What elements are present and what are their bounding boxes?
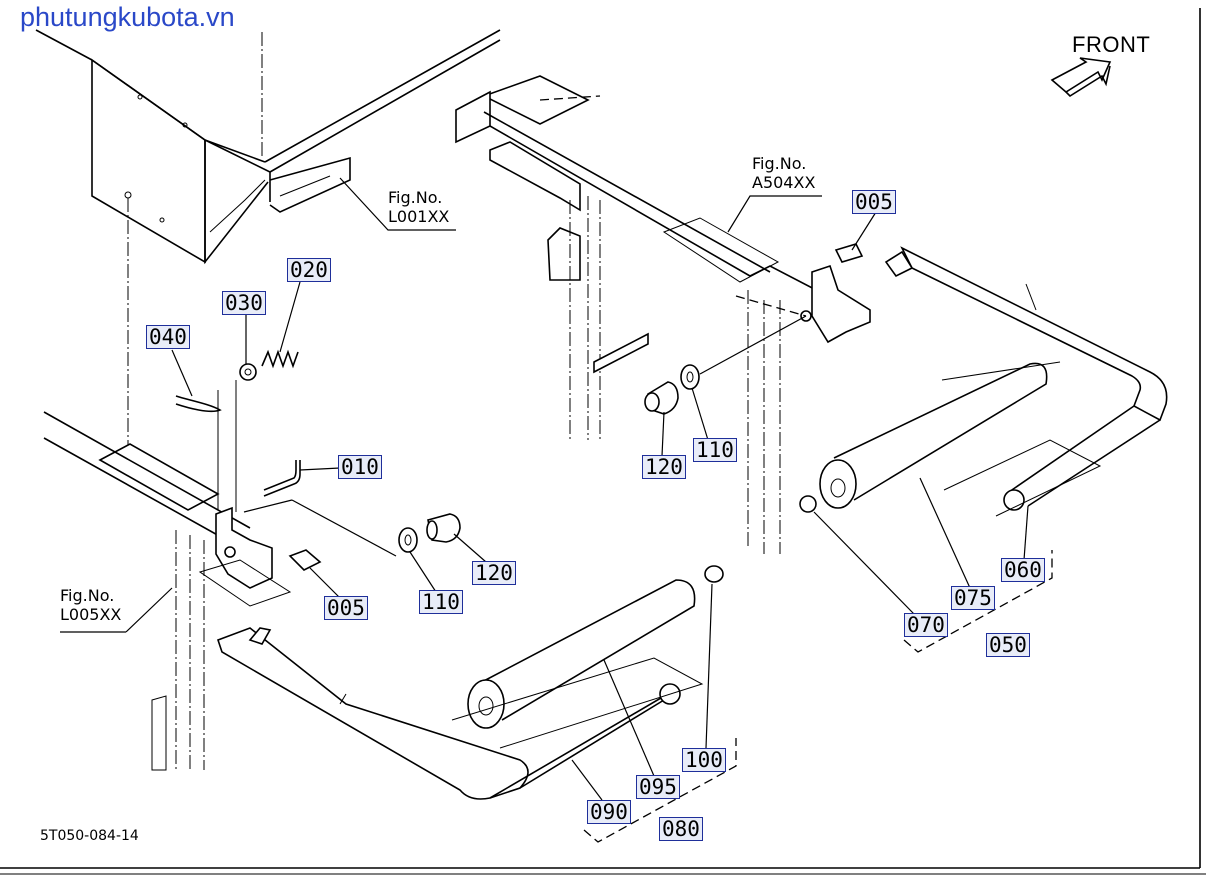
part-tag-110-right[interactable]: 110 bbox=[693, 438, 737, 462]
part-tag-005-top[interactable]: 005 bbox=[852, 190, 896, 214]
figure-reference-number: L001XX bbox=[388, 207, 450, 226]
right-roller-assembly bbox=[799, 246, 1168, 517]
figure-reference-label: Fig.No. bbox=[60, 586, 115, 605]
site-watermark: phutungkubota.vn bbox=[20, 2, 235, 32]
part-tag-095[interactable]: 095 bbox=[636, 775, 680, 799]
leader-lines bbox=[60, 177, 1029, 801]
washers-and-bolts bbox=[398, 364, 700, 553]
part-tag-070[interactable]: 070 bbox=[904, 613, 948, 637]
part-tag-100[interactable]: 100 bbox=[682, 748, 726, 772]
drawing-code: 5T050-084-14 bbox=[40, 828, 139, 844]
part-tag-005-left[interactable]: 005 bbox=[324, 596, 368, 620]
frame-border bbox=[0, 8, 1206, 875]
figure-reference-label: Fig.No. bbox=[388, 188, 443, 207]
part-tag-060[interactable]: 060 bbox=[1001, 558, 1045, 582]
figure-reference-l005[interactable]: Fig.No. L005XX bbox=[60, 586, 121, 624]
figure-reference-l001[interactable]: Fig.No. L001XX bbox=[388, 188, 449, 226]
figure-reference-number: A504XX bbox=[752, 173, 816, 192]
hardware-small-parts bbox=[175, 349, 301, 497]
part-tag-050[interactable]: 050 bbox=[986, 633, 1030, 657]
part-tag-030[interactable]: 030 bbox=[222, 291, 266, 315]
part-tag-120-left[interactable]: 120 bbox=[472, 561, 516, 585]
part-tag-075[interactable]: 075 bbox=[951, 586, 995, 610]
part-tag-040[interactable]: 040 bbox=[146, 325, 190, 349]
hopper-assembly bbox=[35, 29, 501, 450]
part-tag-010[interactable]: 010 bbox=[338, 455, 382, 479]
front-arrow-icon bbox=[1050, 57, 1112, 98]
part-tag-120-right[interactable]: 120 bbox=[642, 455, 686, 479]
upper-frame bbox=[455, 75, 871, 554]
part-tag-080[interactable]: 080 bbox=[659, 817, 703, 841]
lower-left-frame bbox=[43, 380, 322, 771]
figure-reference-label: Fig.No. bbox=[752, 154, 807, 173]
figure-reference-a504[interactable]: Fig.No. A504XX bbox=[752, 154, 815, 192]
part-tag-090[interactable]: 090 bbox=[587, 800, 631, 824]
assembly-brackets bbox=[243, 295, 1053, 843]
part-tag-110-left[interactable]: 110 bbox=[419, 590, 463, 614]
part-tag-020[interactable]: 020 bbox=[287, 258, 331, 282]
left-roller-assembly bbox=[216, 565, 724, 800]
figure-reference-number: L005XX bbox=[60, 605, 122, 624]
front-direction-label: FRONT bbox=[1072, 32, 1151, 57]
